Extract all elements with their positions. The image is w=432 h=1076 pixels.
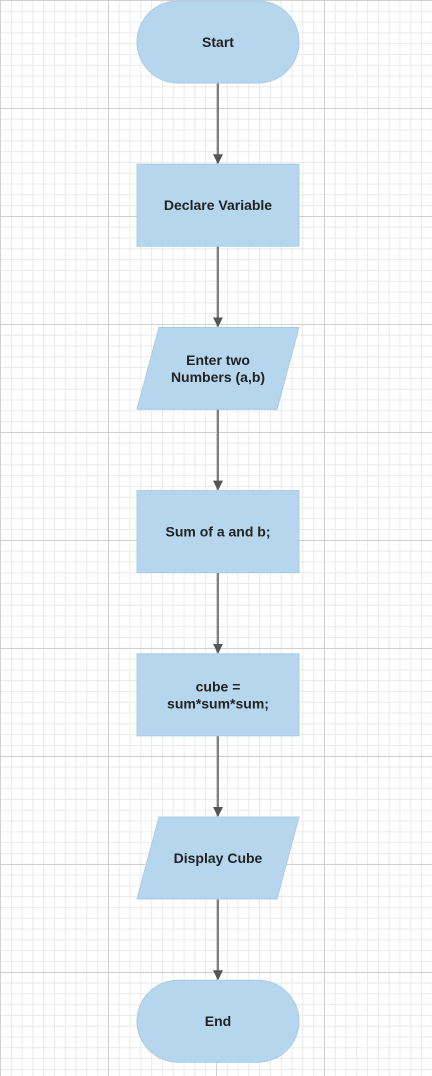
data-shape — [136, 816, 300, 900]
node-end[interactable]: End — [136, 979, 300, 1063]
node-label: Declare Variable — [164, 197, 272, 213]
node-label: sum*sum*sum; — [167, 695, 269, 711]
node-label: Display Cube — [174, 850, 263, 866]
node-display-cube[interactable]: Display Cube — [136, 816, 300, 900]
node-declare-variable[interactable]: Declare Variable — [136, 163, 300, 247]
node-label: Sum of a and b; — [166, 524, 271, 540]
process-shape — [136, 653, 300, 737]
node-label: Start — [202, 34, 234, 50]
node-label: Numbers (a,b) — [171, 369, 265, 385]
node-start[interactable]: Start — [136, 0, 300, 84]
process-shape — [136, 490, 300, 574]
data-shape — [136, 326, 300, 410]
terminator-shape — [136, 0, 300, 84]
node-label: Enter two — [186, 352, 250, 368]
node-label: End — [205, 1013, 231, 1029]
node-sum-of-a-and-b[interactable]: Sum of a and b; — [136, 490, 300, 574]
node-label: cube = — [196, 678, 241, 694]
process-shape — [136, 163, 300, 247]
terminator-shape — [136, 979, 300, 1063]
node-cube-assignment[interactable]: cube =sum*sum*sum; — [136, 653, 300, 737]
